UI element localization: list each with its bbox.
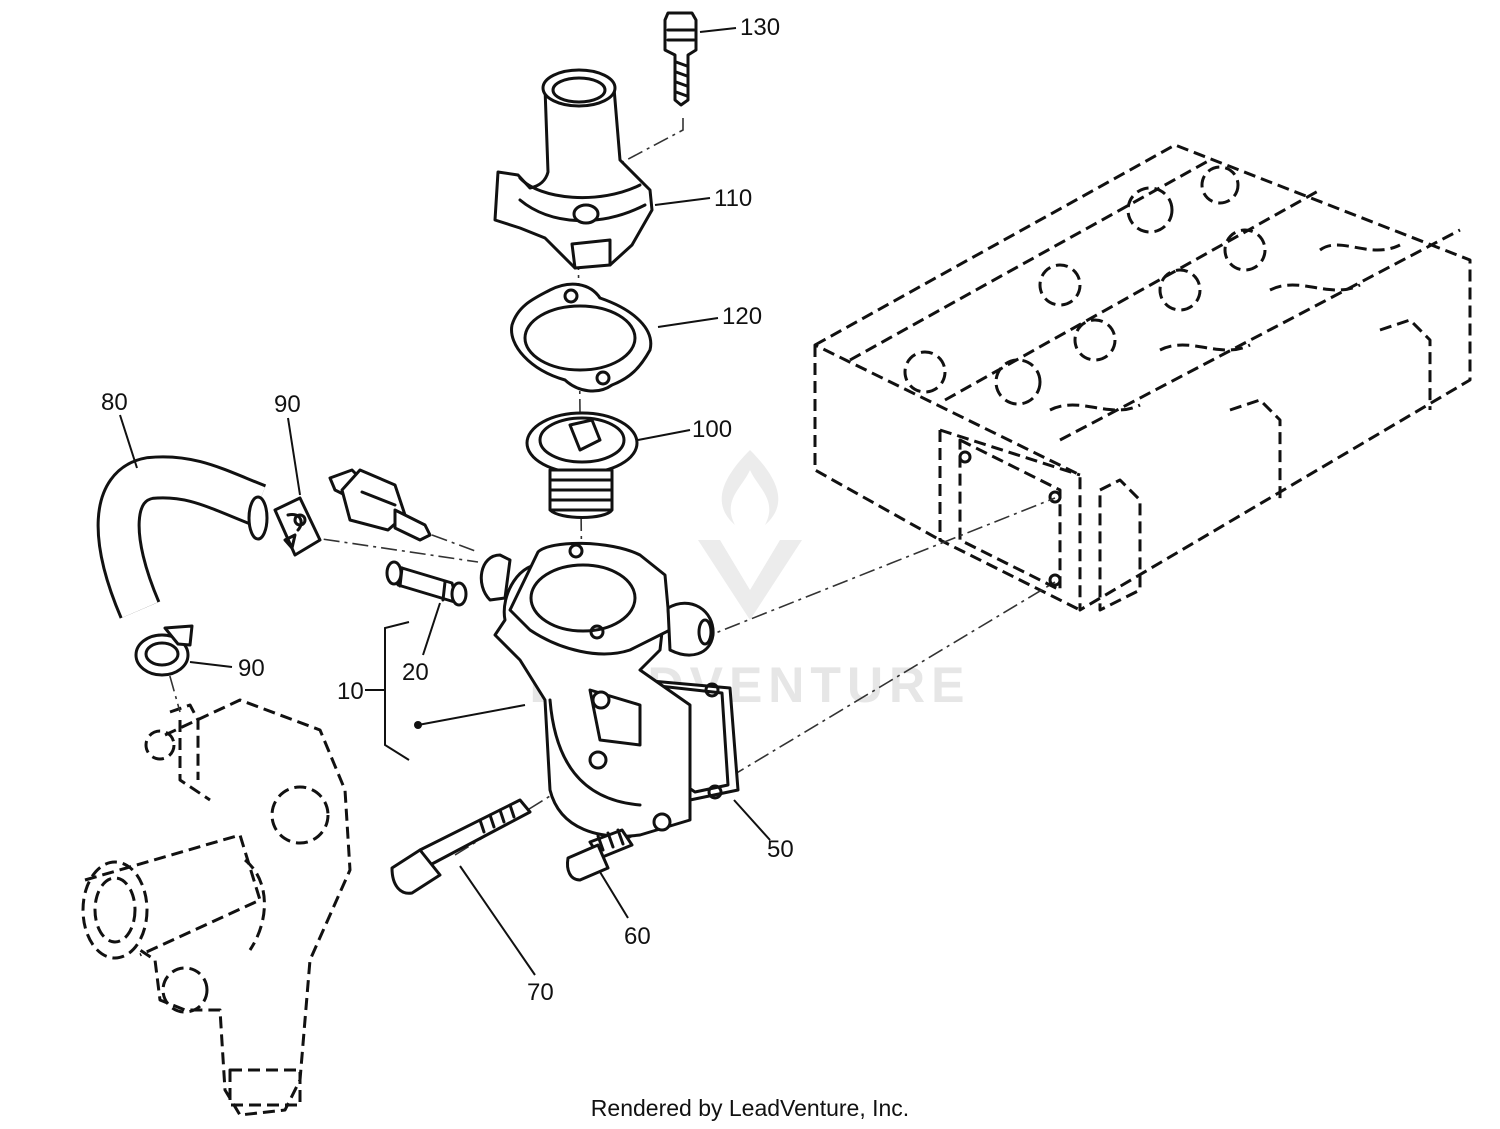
thermostat-cover-110	[493, 68, 654, 270]
callout-50: 50	[767, 836, 794, 863]
thermostat-100	[525, 411, 639, 519]
callout-80: 80	[101, 389, 128, 416]
bolt-70	[390, 798, 532, 895]
gasket-120	[510, 282, 653, 393]
footer-credit: Rendered by LeadVenture, Inc.	[591, 1095, 909, 1121]
callout-10: 10	[337, 678, 364, 705]
callout-60: 60	[624, 923, 651, 950]
thermostat-housing-10	[479, 541, 740, 838]
callout-120: 120	[722, 303, 762, 330]
hose-clamp-90-upper	[273, 496, 322, 557]
callout-70: 70	[527, 979, 554, 1006]
temperature-sensor	[328, 468, 432, 542]
pipe-20	[385, 560, 468, 607]
cylinder-head-outline	[813, 143, 1472, 612]
assembly-centerlines	[161, 118, 1056, 856]
bolt-130	[663, 11, 698, 107]
bolt-60	[566, 828, 634, 882]
callout-110: 110	[714, 185, 752, 212]
callout-100: 100	[692, 416, 732, 443]
callout-130: 130	[740, 14, 780, 41]
callout-labels: 130 110 120 100 80 90 90 20 10 50 60 70	[101, 14, 794, 1006]
callout-20: 20	[402, 659, 429, 686]
callout-90-lower: 90	[238, 655, 265, 682]
callout-leaders	[119, 27, 771, 976]
bypass-hose-80	[96, 455, 269, 619]
water-pump-outline	[81, 698, 352, 1117]
hose-clamp-90-lower	[134, 624, 194, 677]
callout-90-upper: 90	[274, 391, 301, 418]
